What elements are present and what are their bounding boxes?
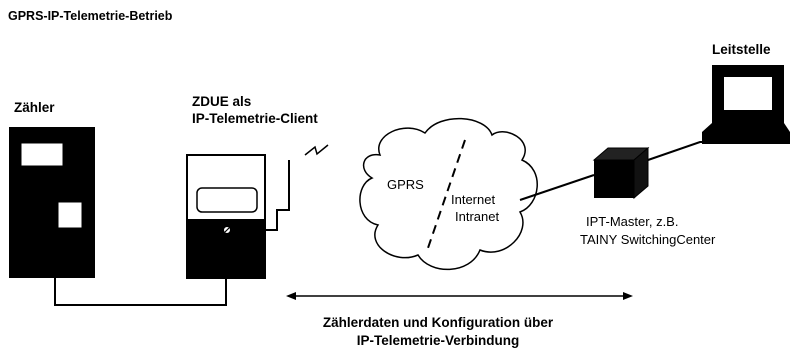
zdue-label: ZDUE als IP-Telemetrie-Client: [192, 93, 318, 127]
intranet-label: Intranet: [455, 209, 500, 224]
control-center-monitor-icon: [702, 65, 790, 144]
network-cloud-icon: [359, 117, 538, 271]
ipt-master-label: IPT-Master, z.B. TAINY SwitchingCenter: [580, 213, 715, 249]
caption-line2: IP-Telemetrie-Verbindung: [356, 333, 520, 348]
master-control-cable: [647, 141, 712, 161]
connection-caption: Zählerdaten und Konfiguration über IP-Te…: [248, 314, 628, 350]
ipt-master-label-line2: TAINY SwitchingCenter: [580, 232, 716, 247]
gprs-label: GPRS: [387, 177, 424, 192]
radio-signal-icon: [304, 144, 329, 156]
internet-intranet-label: Internet Intranet: [451, 191, 499, 225]
zdue-modem-icon: [186, 154, 266, 279]
meter-label: Zähler: [14, 100, 55, 115]
zdue-label-line2: IP-Telemetrie-Client: [192, 111, 318, 126]
meter-device-icon: [9, 127, 95, 278]
ipt-master-server-icon: [592, 146, 650, 200]
diagram-title: GPRS-IP-Telemetrie-Betrieb: [8, 9, 173, 23]
cloud-divider: [427, 139, 466, 249]
ipt-master-label-line1: IPT-Master, z.B.: [586, 214, 679, 229]
zdue-label-line1: ZDUE als: [192, 94, 252, 109]
meter-zdue-cable: [54, 278, 227, 306]
control-center-label: Leitstelle: [712, 42, 771, 57]
internet-label: Internet: [451, 192, 496, 207]
antenna-icon: [265, 160, 290, 231]
cloud-master-cable: [519, 174, 595, 201]
caption-line1: Zählerdaten und Konfiguration über: [322, 315, 554, 330]
data-connection-arrow: [286, 292, 633, 300]
